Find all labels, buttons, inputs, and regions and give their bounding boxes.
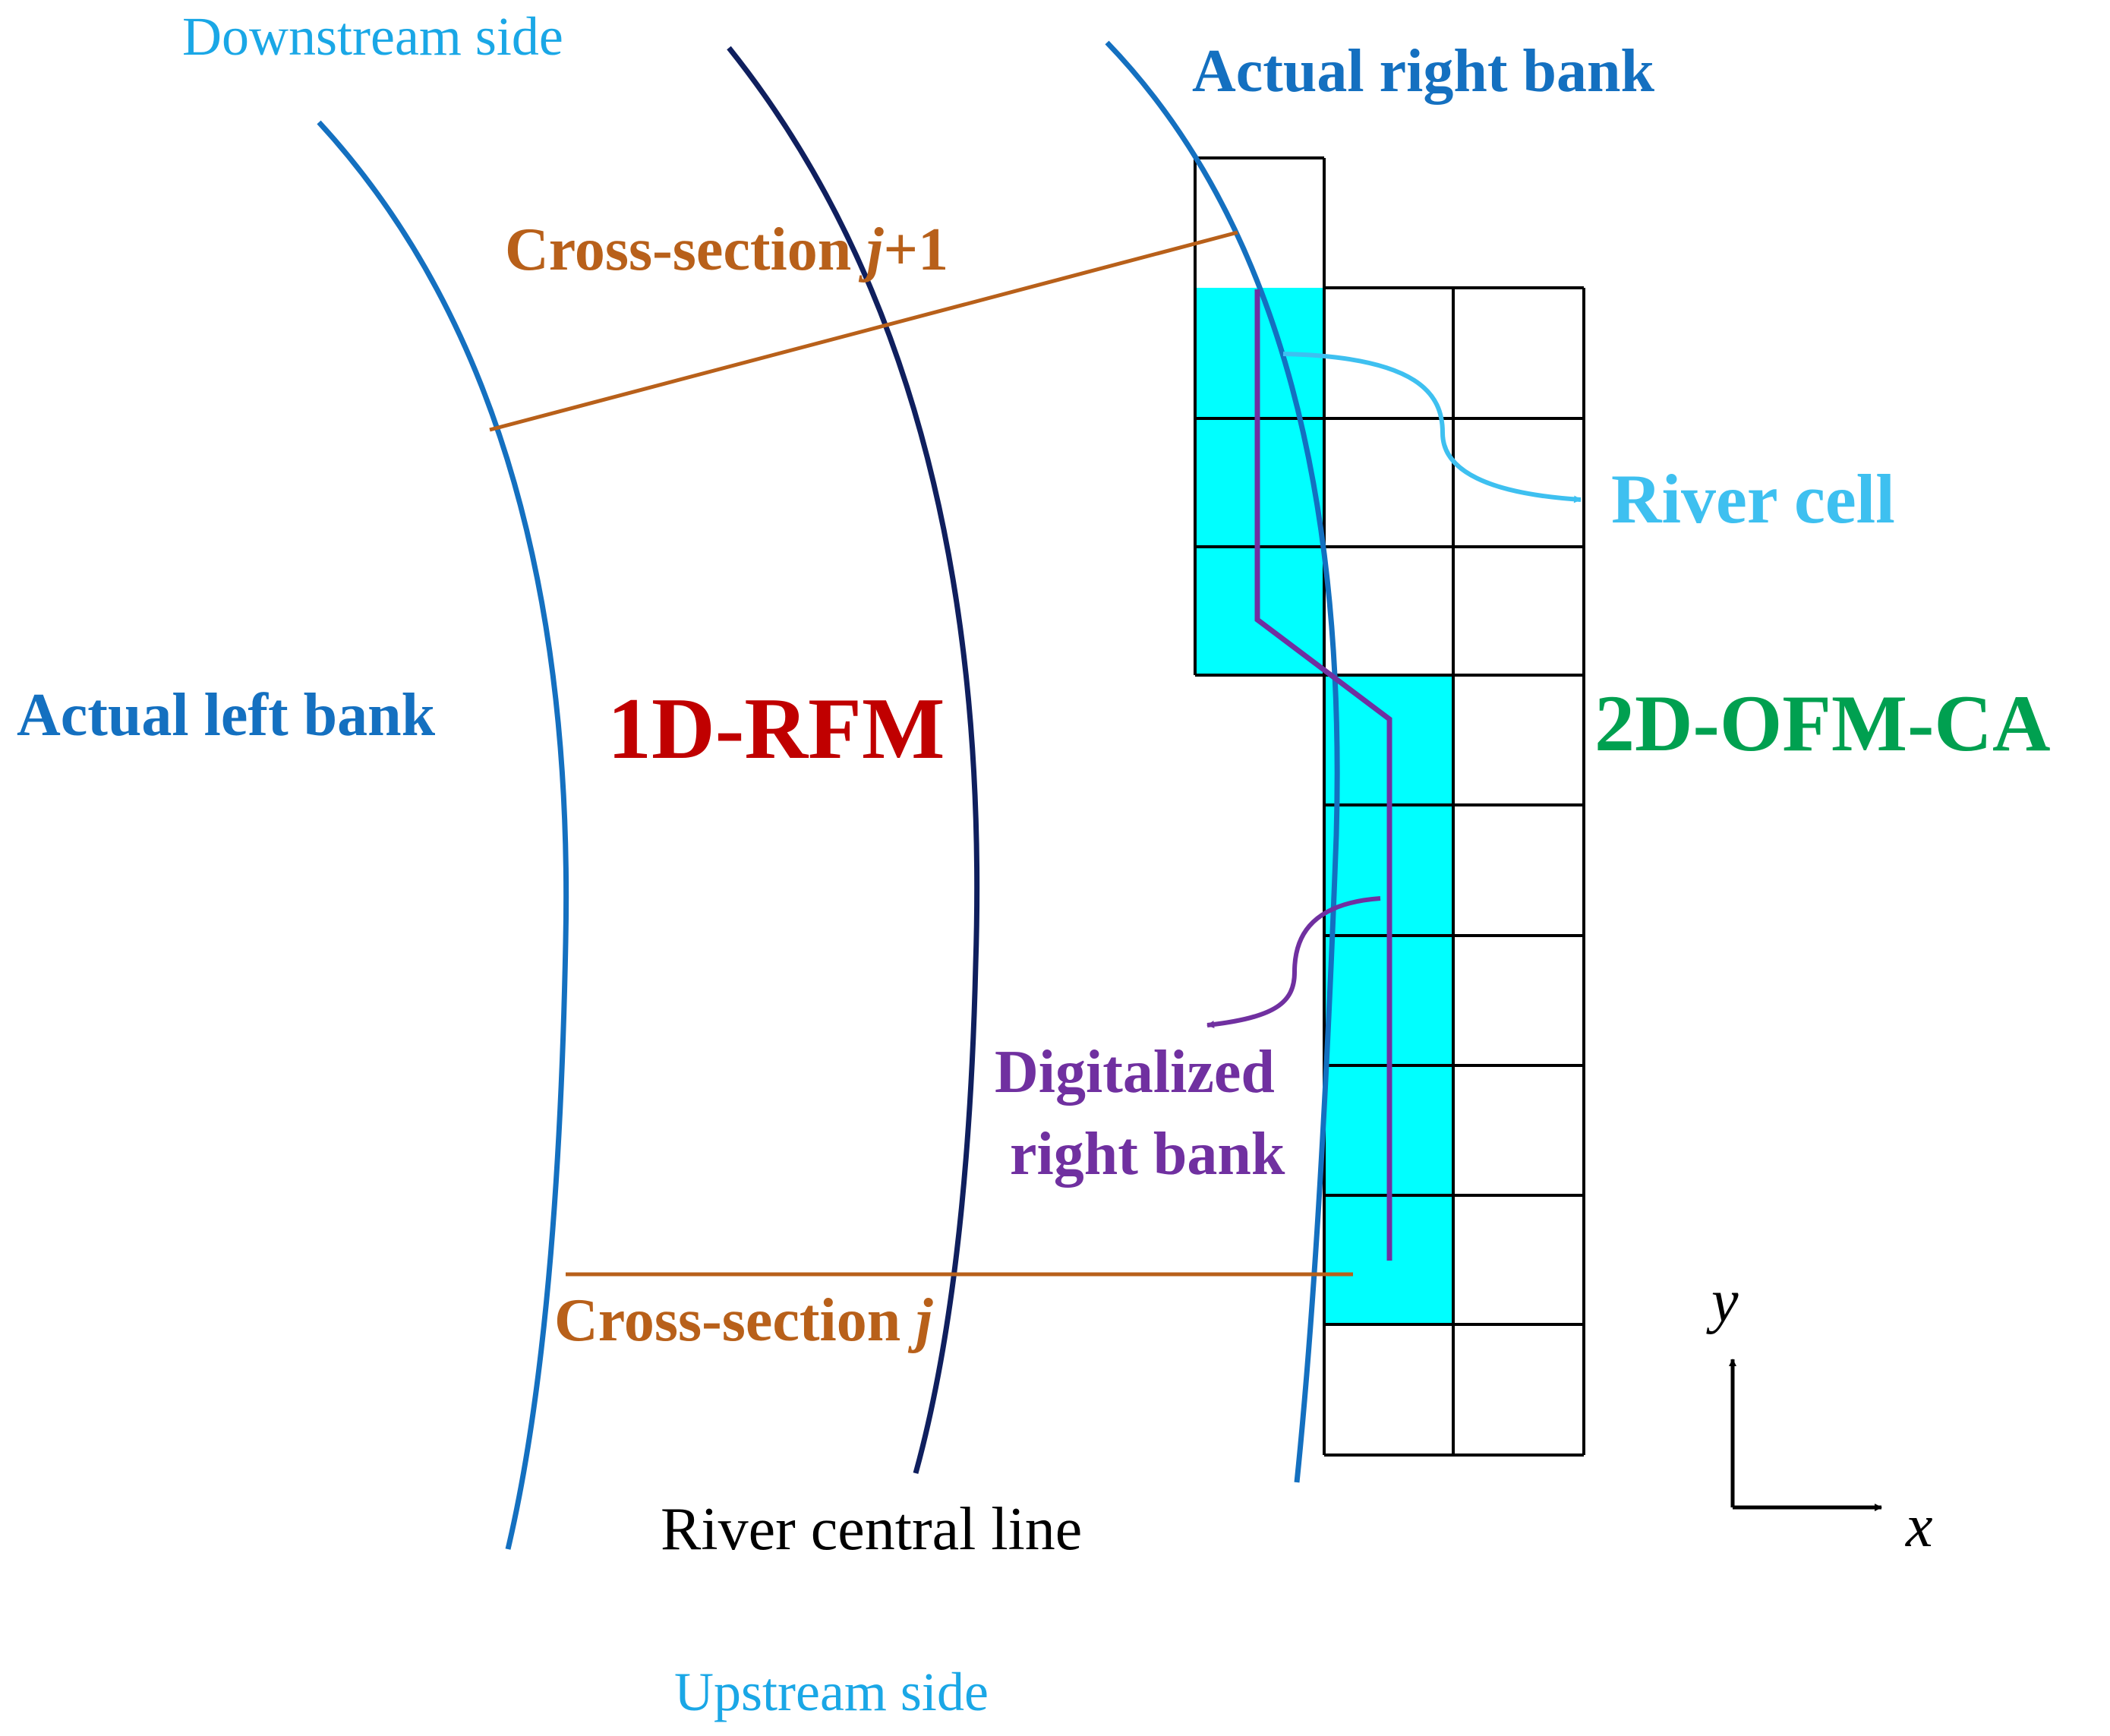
- cross-section-j-label: Cross-section j: [554, 1287, 933, 1354]
- digitalized-right-bank-label-line1: Digitalized: [995, 1039, 1275, 1106]
- actual-right-bank-label: Actual right bank: [1192, 38, 1654, 105]
- digitalized-right-bank-line: [1254, 289, 1392, 1261]
- digitalized-bank-arrow: [1206, 896, 1381, 1028]
- actual-left-bank-curve: [317, 120, 569, 1550]
- upstream-side-label: Upstream side: [674, 1662, 989, 1722]
- river-cell-arrow: [1282, 352, 1582, 503]
- cross-section-j-prefix: Cross-section: [554, 1287, 916, 1354]
- model-2d-label: 2D-OFM-CA: [1594, 679, 2051, 768]
- axis-x-label: x: [1905, 1493, 1933, 1560]
- cross-section-j-plus-1-label: Cross-section j+1: [505, 216, 948, 283]
- coordinate-axes: [1729, 1359, 1882, 1511]
- grid-2d: [1194, 156, 1585, 1457]
- digitalized-right-bank-label-line2: right bank: [1010, 1121, 1285, 1188]
- axis-y-label: y: [1706, 1268, 1739, 1335]
- cross-section-j-plus-1-prefix: Cross-section: [505, 216, 866, 283]
- actual-right-bank-curve: [1105, 40, 1340, 1483]
- cross-section-j-plus-1-suffix: +1: [883, 216, 948, 283]
- river-cell-label: River cell: [1611, 460, 1895, 538]
- river-central-line-label: River central line: [661, 1496, 1082, 1563]
- actual-left-bank-label: Actual left bank: [17, 682, 436, 749]
- downstream-side-label: Downstream side: [182, 6, 563, 67]
- cross-section-j-plus-1-line: [489, 230, 1238, 432]
- river-central-line-curve: [727, 46, 980, 1474]
- model-1d-label: 1D-RFM: [607, 680, 945, 778]
